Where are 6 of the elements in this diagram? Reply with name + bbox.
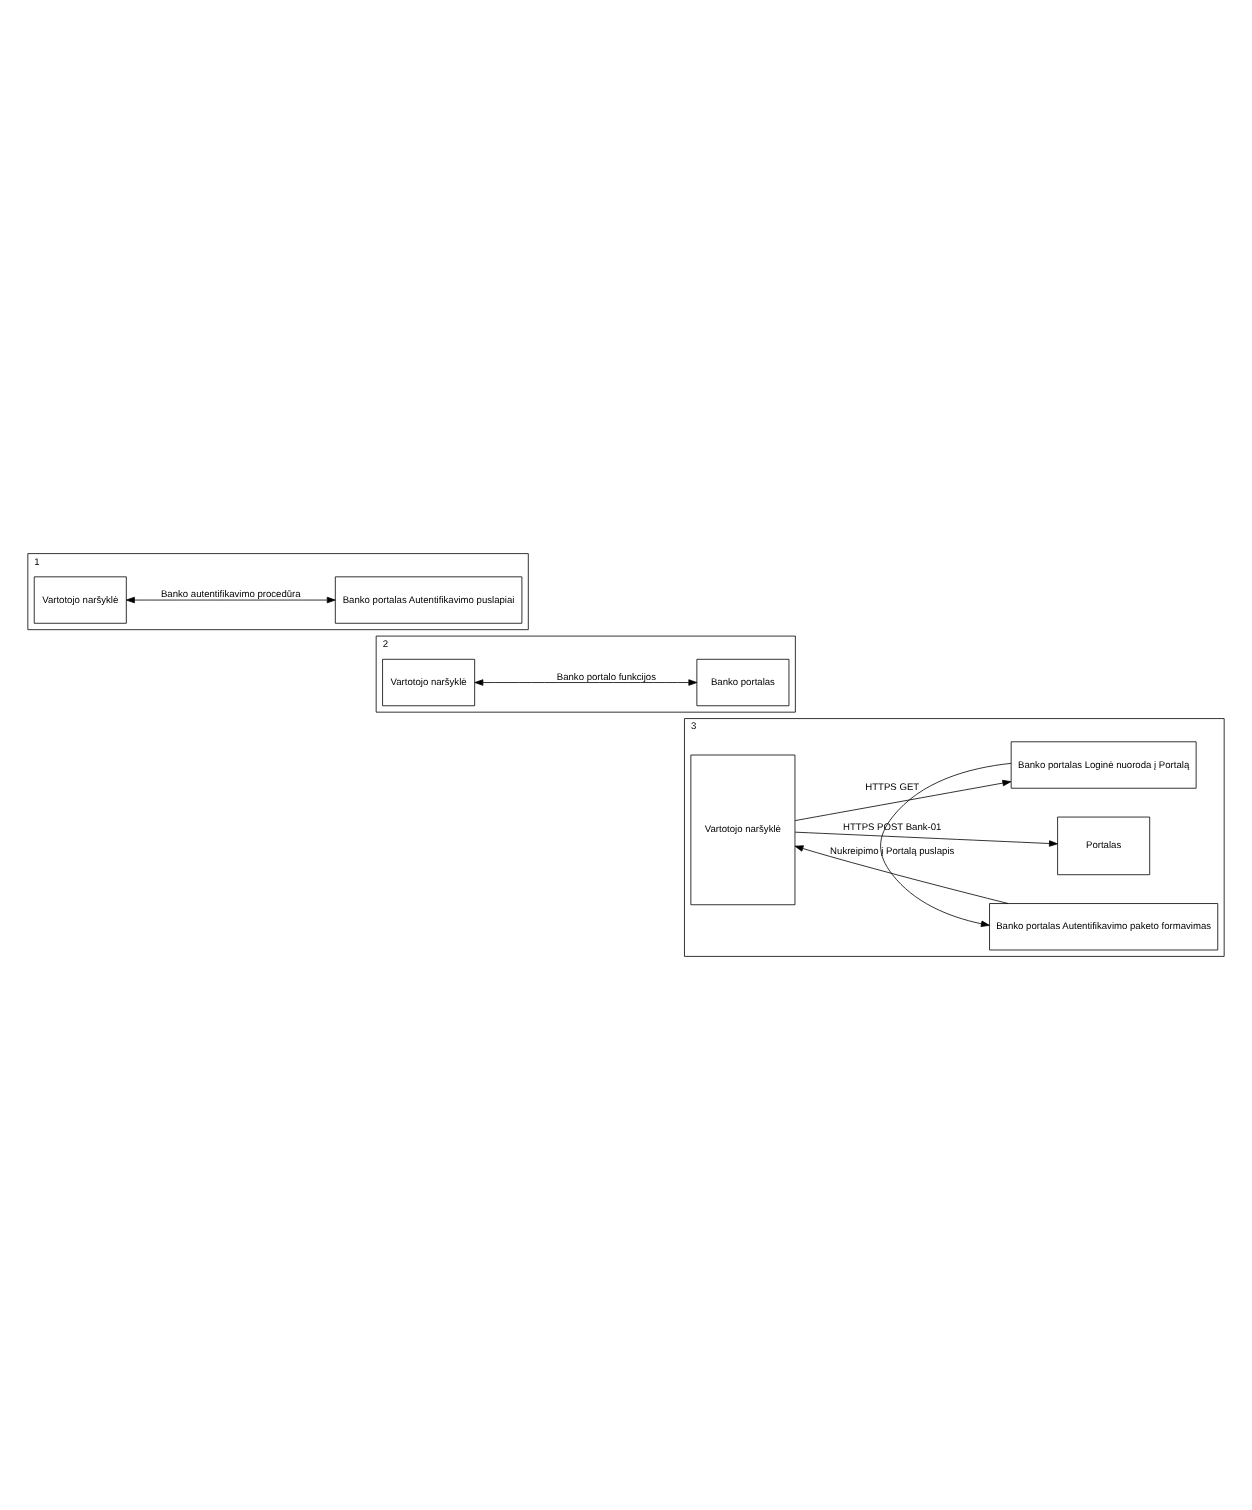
arrow (880, 762, 1012, 927)
arrow (474, 679, 698, 686)
arrow (794, 845, 1009, 904)
arrow (126, 596, 336, 604)
arrow (794, 779, 1012, 821)
arrow (794, 831, 1058, 847)
